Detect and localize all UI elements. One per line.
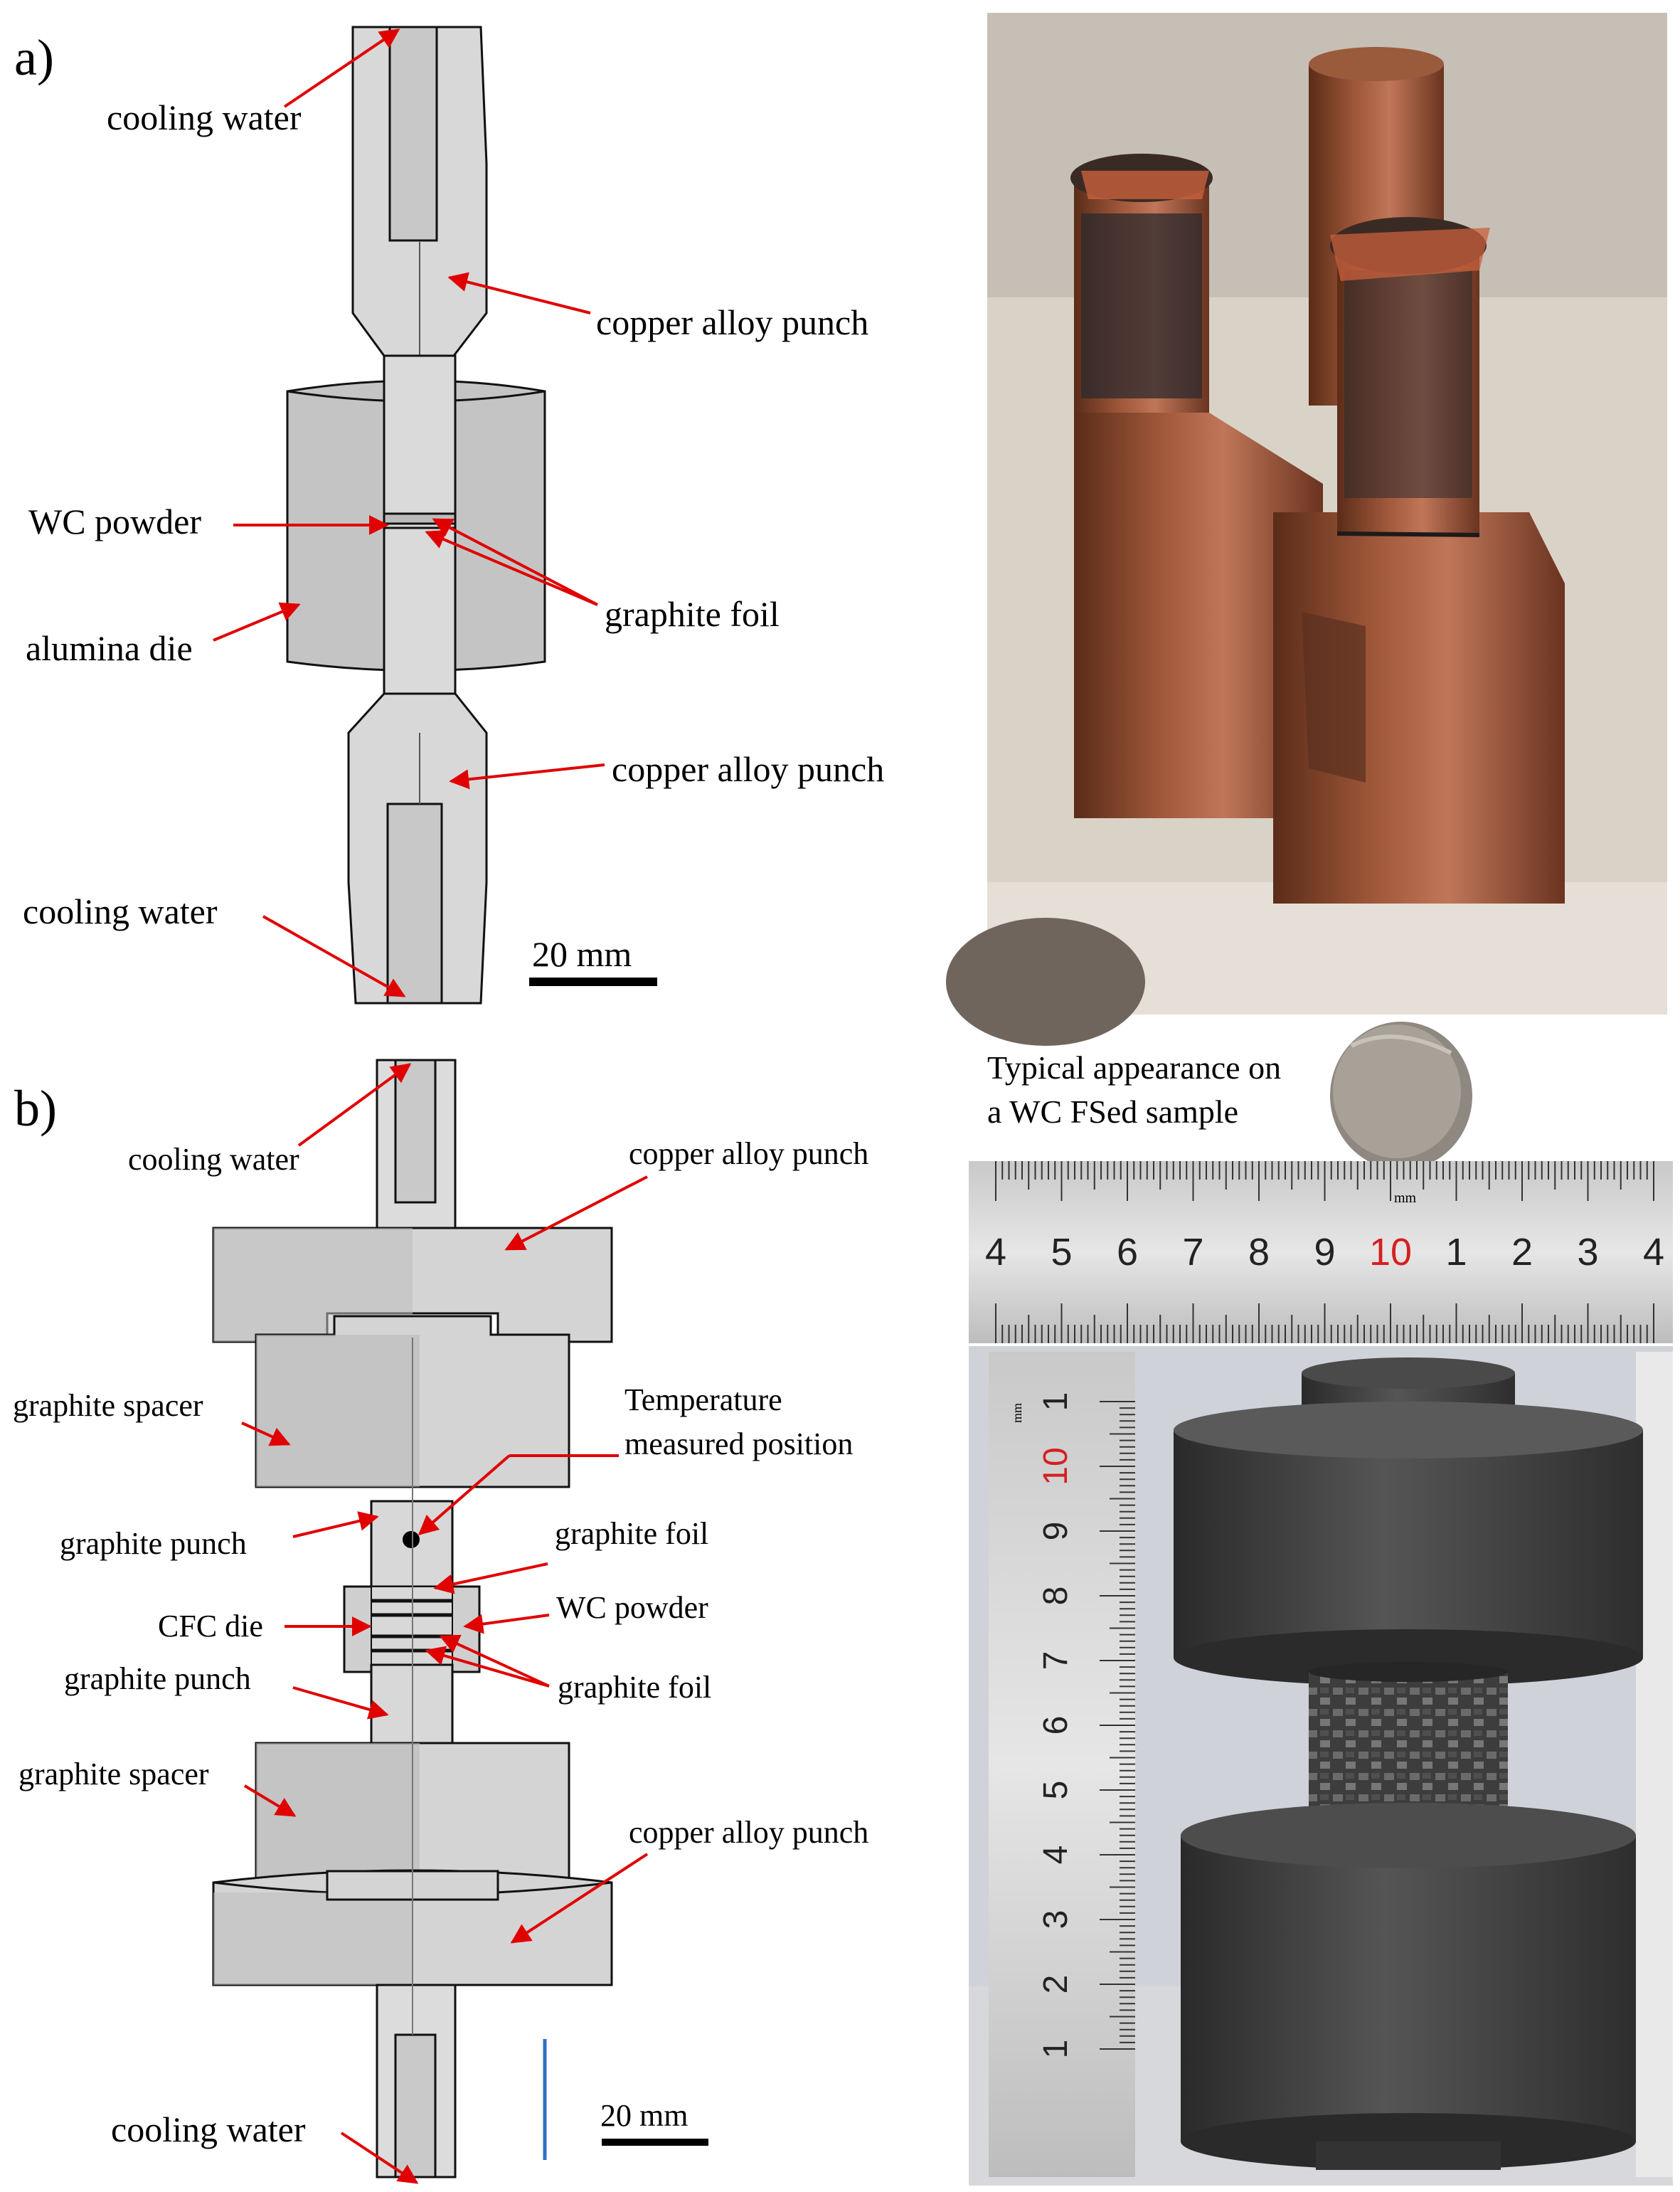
ruler-h-number: 4 xyxy=(985,1231,1006,1274)
a-scale-bar-label: 20 mm xyxy=(532,934,632,974)
ruler-v-number: 5 xyxy=(1037,1781,1075,1800)
a-label-cooling-water-top: cooling water xyxy=(107,97,302,137)
b-label-graphite-spacer-bottom: graphite spacer xyxy=(18,1757,209,1791)
a-label-cooling-water-bottom: cooling water xyxy=(23,891,218,931)
b-label-graphite-punch-top: graphite punch xyxy=(60,1526,247,1561)
panel-b-letter: b) xyxy=(14,1080,57,1137)
a-label-copper-punch-bottom: copper alloy punch xyxy=(612,749,884,789)
a-wc-powder xyxy=(383,512,457,525)
ruler-v-number: 9 xyxy=(1037,1522,1075,1541)
a-top-cooling-channel xyxy=(388,26,438,242)
ruler-v-number: 3 xyxy=(1037,1910,1075,1929)
panel-a-schematic: a) cooling water copper alloy punch WC p… xyxy=(14,26,884,1005)
ruler-h-unit: mm xyxy=(1394,1190,1417,1206)
b-label-cooling-water-bottom: cooling water xyxy=(111,2109,306,2149)
sample-caption-line2: a WC FSed sample xyxy=(987,1094,1238,1130)
ruler-v-number: 1 xyxy=(1037,2040,1075,2059)
b-label-cooling-water-top: cooling water xyxy=(128,1142,299,1177)
b-temperature-point xyxy=(403,1531,420,1548)
ruler-v-number: 2 xyxy=(1037,1975,1075,1994)
a-scale-bar xyxy=(529,978,657,986)
b-label-graphite-spacer-top: graphite spacer xyxy=(13,1388,203,1423)
ruler-h-number: 2 xyxy=(1511,1231,1533,1274)
ruler-h-number: 10 xyxy=(1369,1231,1412,1274)
ruler-h-number: 5 xyxy=(1051,1231,1072,1274)
b-label-copper-punch-top: copper alloy punch xyxy=(629,1136,868,1171)
panel-a-letter: a) xyxy=(14,29,54,86)
sample-caption-line1: Typical appearance on xyxy=(987,1049,1281,1086)
a-label-wc-powder: WC powder xyxy=(28,502,201,541)
sample-disc xyxy=(1330,1022,1472,1170)
b-scale-bar-label: 20 mm xyxy=(600,2098,688,2133)
b-label-graphite-punch-bottom: graphite punch xyxy=(64,1661,251,1696)
sample-caption: Typical appearance on a WC FSed sample xyxy=(987,1022,1472,1170)
ruler-h-number: 1 xyxy=(1445,1231,1467,1274)
a-label-copper-punch-top: copper alloy punch xyxy=(596,302,868,342)
ruler-horizontal: 4 5 6 7 8 9 10 1 2 3 4 mm xyxy=(969,1161,1673,1343)
a-label-alumina-die: alumina die xyxy=(26,628,193,668)
b-label-cfc-die: CFC die xyxy=(158,1609,263,1643)
b-label-temperature-line1: Temperature xyxy=(624,1382,782,1417)
ruler-h-number: 8 xyxy=(1248,1231,1270,1274)
ruler-h-number: 7 xyxy=(1182,1231,1203,1274)
ruler-h-number: 3 xyxy=(1577,1231,1598,1274)
ruler-v-number: 6 xyxy=(1037,1716,1075,1735)
a-bottom-cooling-channel xyxy=(386,803,443,1005)
b-label-wc-powder: WC powder xyxy=(556,1590,708,1625)
panel-b-schematic: b) cooling water copper alloy xyxy=(13,1059,868,2184)
panel-a-photo xyxy=(946,13,1667,1046)
ruler-h-number: 4 xyxy=(1643,1231,1664,1274)
ruler-v-number: 8 xyxy=(1037,1587,1075,1606)
fixture-photo: 1 2 3 4 5 6 7 8 9 10 1 mm xyxy=(969,1346,1673,2186)
ruler-v-unit: mm xyxy=(1010,1403,1024,1423)
ruler-vertical xyxy=(989,1352,1135,2177)
b-label-graphite-foil-bottom: graphite foil xyxy=(558,1670,711,1705)
b-label-graphite-foil-top: graphite foil xyxy=(555,1516,708,1551)
b-scale-bar xyxy=(602,2139,708,2146)
ruler-v-number: 10 xyxy=(1037,1447,1075,1485)
b-label-copper-punch-bottom: copper alloy punch xyxy=(629,1815,868,1850)
b-label-temperature-line2: measured position xyxy=(624,1426,853,1461)
ruler-h-number: 6 xyxy=(1117,1231,1138,1274)
ruler-v-number: 4 xyxy=(1037,1846,1075,1865)
ruler-h-number: 9 xyxy=(1314,1231,1335,1274)
a-label-graphite-foil: graphite foil xyxy=(605,594,780,634)
ruler-v-number: 7 xyxy=(1037,1651,1075,1671)
ruler-v-number: 1 xyxy=(1037,1392,1075,1412)
